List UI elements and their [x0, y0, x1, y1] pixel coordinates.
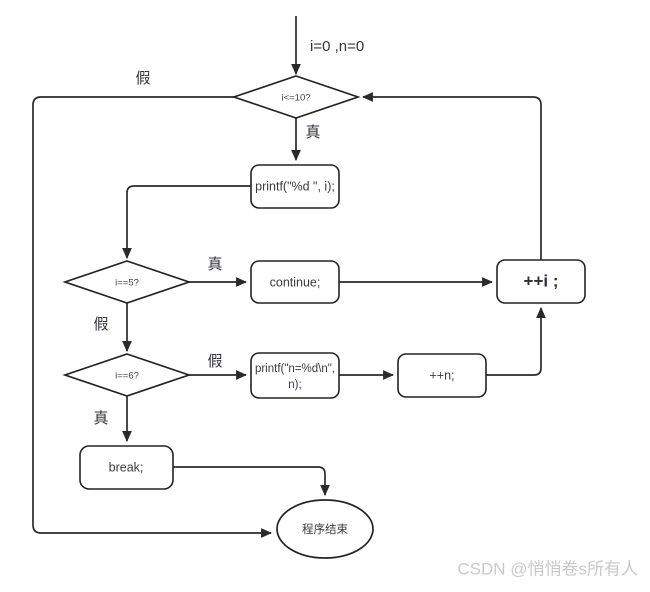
process-inc-n[interactable]: ++n; — [397, 353, 487, 398]
edge-cond1-false-to-end — [32, 96, 273, 538]
process-inc-i[interactable]: ++i ; — [496, 259, 586, 304]
process-break-label: break; — [109, 460, 144, 474]
annotation-init: i=0 ,n=0 — [310, 38, 364, 55]
process-continue[interactable]: continue; — [250, 260, 340, 304]
process-inc-i-label: ++i ; — [524, 271, 559, 290]
edge-inc-n-to-inc-i — [486, 306, 546, 376]
process-printf-d-label: printf("%d ", i); — [255, 179, 335, 193]
watermark-text: CSDN @悄悄卷s所有人 — [457, 559, 638, 578]
edge-label-true-cond2: 真 — [207, 255, 222, 273]
edge-label-false-cond3: 假 — [207, 353, 222, 370]
decision-i-le-10[interactable]: i<=10? — [231, 75, 361, 119]
process-printf-n[interactable]: printf("n=%d\n", n); — [250, 352, 340, 399]
process-continue-label: continue; — [270, 275, 321, 289]
process-inc-n-label: ++n; — [429, 368, 454, 382]
process-printf-d[interactable]: printf("%d ", i); — [250, 164, 340, 209]
edge-label-true-cond1: 真 — [305, 123, 320, 141]
decision-i-le-10-label: i<=10? — [281, 93, 310, 104]
process-break[interactable]: break; — [79, 445, 174, 490]
edge-inc-i-to-cond1 — [361, 92, 542, 260]
edge-printf-to-cond2 — [122, 185, 251, 260]
terminal-program-end[interactable]: 程序结束 — [276, 499, 374, 559]
decision-i-eq-5-label: i==5? — [115, 278, 139, 289]
edge-label-false-cond1: 假 — [135, 70, 150, 87]
process-printf-n-label-line2: n); — [288, 379, 301, 391]
process-printf-n-label-line1: printf("n=%d\n", — [255, 363, 335, 375]
decision-i-eq-6-label: i==6? — [115, 371, 139, 382]
terminal-program-end-label: 程序结束 — [302, 522, 348, 536]
decision-i-eq-5[interactable]: i==5? — [62, 260, 192, 304]
edge-label-true-cond3: 真 — [93, 409, 108, 427]
edge-break-to-end — [173, 466, 330, 497]
edge-label-false-cond2: 假 — [93, 316, 108, 333]
decision-i-eq-6[interactable]: i==6? — [62, 353, 192, 397]
